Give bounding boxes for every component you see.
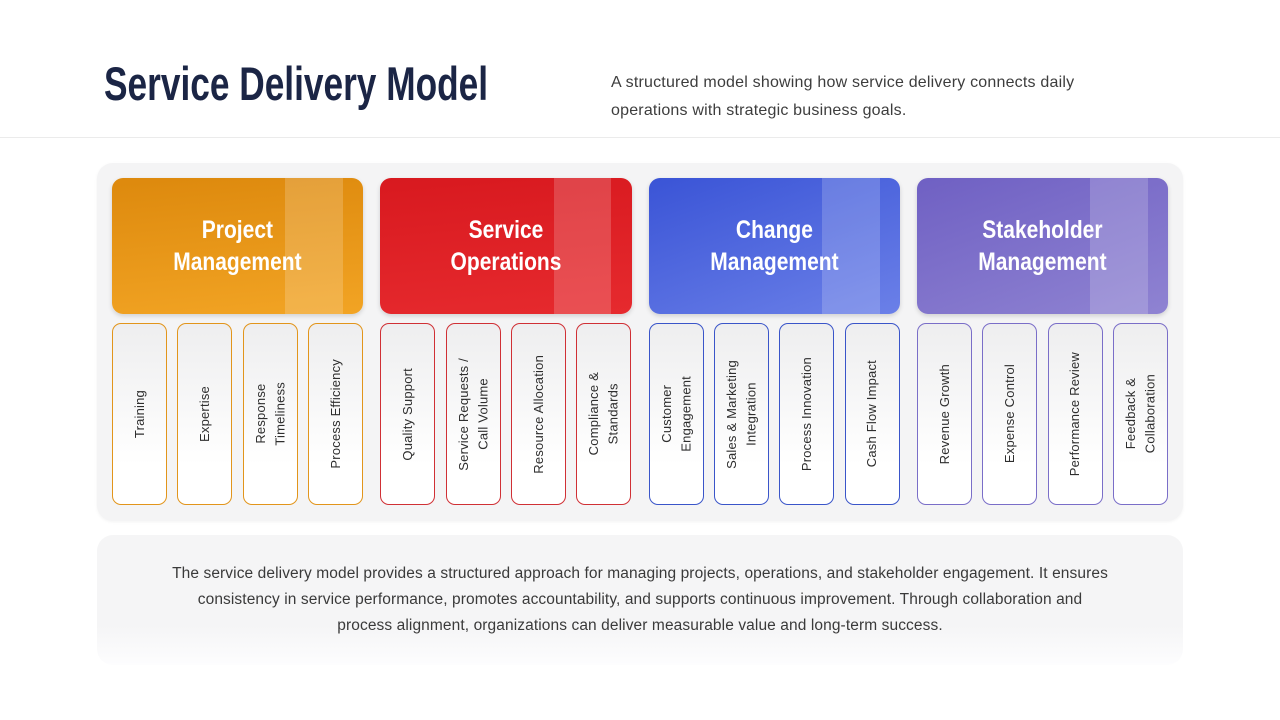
item-label: Cash Flow Impact (864, 360, 880, 468)
item-card: Process Efficiency (308, 323, 364, 505)
group-header-change-management: Change Management (648, 178, 900, 314)
item-card: Quality Support (380, 323, 436, 505)
item-label: Compliance & Standards (586, 372, 621, 456)
model-board: Project Management Training Expertise Re… (97, 163, 1183, 521)
item-card: Response Timeliness (242, 323, 298, 505)
item-label: Expense Control (1001, 364, 1017, 464)
group-header-stakeholder-management: Stakeholder Management (916, 178, 1168, 314)
highlight-stripe (553, 178, 612, 314)
highlight-stripe (1090, 178, 1148, 314)
summary-text: The service delivery model provides a st… (172, 565, 1108, 634)
item-card: Expense Control (982, 323, 1038, 505)
page-title: Service Delivery Model (104, 58, 616, 110)
item-label: Feedback & Collaboration (1122, 374, 1158, 454)
page-title-text: Service Delivery Model (104, 57, 489, 110)
item-card: Feedback & Collaboration (1112, 323, 1168, 505)
item-card: Compliance & Standards (576, 323, 632, 505)
item-label: Response Timeliness (252, 382, 288, 446)
item-card: Service Requests / Call Volume (445, 323, 501, 505)
item-label: Service Requests / Call Volume (455, 357, 491, 471)
item-label: Expertise (197, 386, 213, 442)
item-card: Process Innovation (779, 323, 835, 505)
group-title: Project Management (173, 216, 302, 276)
item-label: Revenue Growth (936, 363, 952, 465)
group-title: Change Management (709, 216, 839, 276)
subtitle: A structured model showing how service d… (611, 74, 1075, 119)
group-title: Stakeholder Management (978, 216, 1107, 276)
group-title: Service Operations (450, 216, 562, 276)
highlight-stripe (285, 178, 344, 314)
item-label: Training (131, 389, 147, 439)
item-label: Resource Allocation (530, 354, 546, 474)
group-service-operations: Service Operations Quality Support Servi… (380, 178, 632, 506)
item-label: Performance Review (1067, 351, 1083, 477)
item-row: Quality Support Service Requests / Call … (380, 323, 632, 505)
summary-panel: The service delivery model provides a st… (97, 535, 1183, 665)
item-row: Customer Engagement Sales & Marketing In… (648, 323, 900, 505)
item-label: Sales & Marketing Integration (723, 359, 759, 469)
item-label: Process Efficiency (327, 359, 343, 469)
item-row: Revenue Growth Expense Control Performan… (916, 323, 1168, 505)
group-stakeholder-management: Stakeholder Management Revenue Growth Ex… (916, 178, 1168, 506)
item-card: Sales & Marketing Integration (713, 323, 769, 505)
item-card: Cash Flow Impact (844, 323, 900, 505)
item-row: Training Expertise Response Timeliness P… (112, 323, 364, 505)
group-change-management: Change Management Customer Engagement Sa… (648, 178, 900, 506)
item-label: Quality Support (400, 367, 415, 461)
item-label: Process Innovation (799, 356, 815, 472)
item-card: Resource Allocation (511, 323, 567, 505)
item-card: Training (112, 323, 167, 505)
item-card: Performance Review (1047, 323, 1103, 505)
item-card: Expertise (177, 323, 233, 505)
group-header-service-operations: Service Operations (380, 178, 632, 314)
item-card: Revenue Growth (916, 323, 972, 505)
group-header-project-management: Project Management (112, 178, 364, 314)
group-project-management: Project Management Training Expertise Re… (112, 178, 364, 506)
item-card: Customer Engagement (648, 323, 704, 505)
item-label: Customer Engagement (658, 376, 694, 452)
highlight-stripe (821, 178, 880, 314)
slide-header: Service Delivery Model A structured mode… (0, 0, 1280, 138)
